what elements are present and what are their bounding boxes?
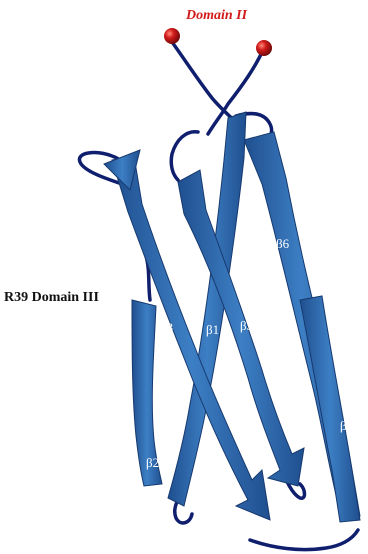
strand-label-b4: β4 xyxy=(340,418,353,434)
loop-nterm xyxy=(172,42,240,126)
strand-b4 xyxy=(300,296,360,522)
strand-label-b3: β3 xyxy=(160,320,173,336)
domain2-sphere-right xyxy=(256,40,272,56)
strand-label-b2: β2 xyxy=(146,455,159,471)
loop-bottom-right xyxy=(250,530,358,550)
domain2-label: Domain II xyxy=(186,8,247,24)
molecule-label: R39 Domain III xyxy=(4,290,99,306)
strand-label-b1: β1 xyxy=(206,322,219,338)
domain2-sphere-left xyxy=(164,28,180,44)
strand-label-b6: β6 xyxy=(276,236,289,252)
strand-label-b5: β5 xyxy=(240,318,253,334)
beta-strands xyxy=(104,112,360,522)
